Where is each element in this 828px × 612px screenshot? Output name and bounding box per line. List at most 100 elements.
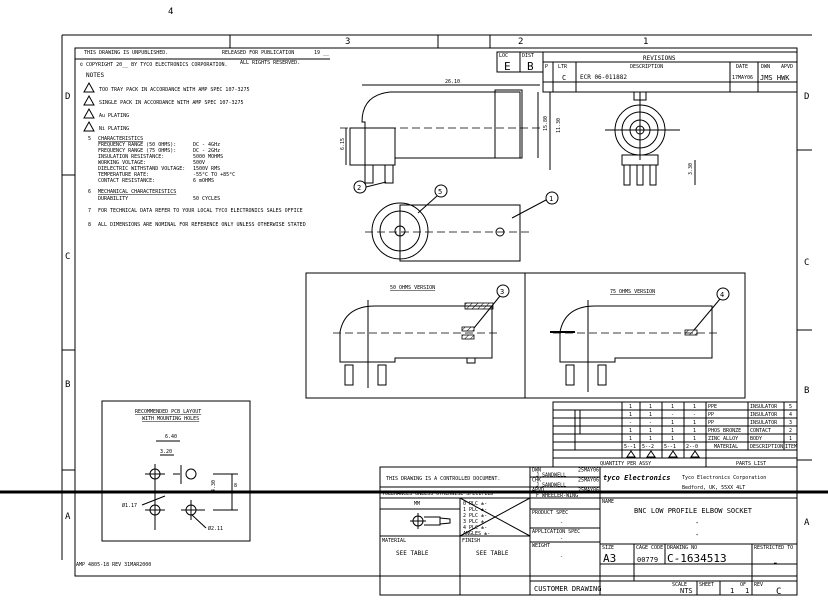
rev-header-apvd: APVD xyxy=(781,64,793,70)
tolerance: ANGLES ±- xyxy=(463,531,490,537)
customer-drawing-label: CUSTOMER DRAWING xyxy=(534,585,601,593)
qty: 1 xyxy=(671,428,674,434)
dwn-name: J SANDWELL xyxy=(536,473,566,479)
balloon-5 xyxy=(434,184,448,198)
released-label: RELEASED FOR PUBLICATION xyxy=(222,50,294,56)
company-name: Tyco Electronics Corporation xyxy=(682,475,766,481)
material-flag-triangles xyxy=(626,450,700,458)
qty: 1 xyxy=(693,436,696,442)
qty: 1 xyxy=(649,412,652,418)
application-spec-label: APPLICATION SPEC xyxy=(532,529,580,535)
description: INSULATOR xyxy=(750,420,778,426)
rev-header-date: DATE xyxy=(736,64,748,70)
controlled-doc-label: THIS DRAWING IS A CONTROLLED DOCUMENT. xyxy=(386,476,500,482)
restricted-label: RESTRICTED TO xyxy=(754,545,793,551)
zone-side-b-right: B xyxy=(804,386,809,396)
zone-side-a-right: A xyxy=(804,518,810,528)
note-1: TOO TRAY PACK IN ACCORDANCE WITH AMP SPE… xyxy=(83,81,250,93)
inset-50-ohm-title: 50 OHMS VERSION xyxy=(390,285,435,291)
notes-block: NOTES TOO TRAY PACK IN ACCORDANCE WITH A… xyxy=(83,72,306,228)
dim-side: 6.15 xyxy=(340,138,346,150)
qty: 1 xyxy=(629,404,632,410)
inset-50-ohm-drawing: 3 xyxy=(333,284,510,388)
note-text: Ni PLATING xyxy=(99,126,129,132)
product-spec: - xyxy=(560,520,563,526)
top-view: 5 1 xyxy=(365,184,559,262)
qty: 1 xyxy=(629,412,632,418)
pcb-hole-1: Ø1.17 xyxy=(122,502,137,509)
dist-value: B xyxy=(527,60,534,73)
note-5-num: 5 xyxy=(88,136,91,142)
balloon-4 xyxy=(716,287,730,301)
char-value: -55°C TO +85°C xyxy=(193,172,235,178)
rev: C xyxy=(776,587,781,597)
warning-triangle-icon xyxy=(83,94,95,106)
version-insets: 50 OHMS VERSION 75 OHMS VERSION 3 4 xyxy=(305,272,746,399)
revisions-table: REVISIONS P LTR DESCRIPTION DATE DWN APV… xyxy=(542,51,798,93)
copyright-label: © COPYRIGHT 20__ BY TYCO ELECTRONICS COR… xyxy=(80,62,228,68)
dim-pin: 3.30 xyxy=(688,163,694,175)
description: INSULATOR xyxy=(750,404,778,410)
char-value: 500V xyxy=(193,160,205,166)
restricted: - xyxy=(772,556,779,569)
variant-1: 5--1 xyxy=(624,444,636,450)
note-2: SINGLE PACK IN ACCORDANCE WITH AMP SPEC … xyxy=(83,94,244,106)
char-value: DC - 4GHz xyxy=(193,142,220,148)
dwn-label: DWN xyxy=(532,468,541,474)
warning-triangle-icon xyxy=(83,107,95,119)
warning-triangle-icon xyxy=(83,120,95,132)
balloon-1-label: 1 xyxy=(549,195,553,203)
variant-3: 5--1 xyxy=(664,444,676,450)
qty: 1 xyxy=(629,436,632,442)
chk-label: CHK xyxy=(532,478,541,484)
of-label: OF xyxy=(740,582,746,588)
header-strip: THIS DRAWING IS UNPUBLISHED. RELEASED FO… xyxy=(75,50,330,68)
pcb-title-1: RECOMMENDED PCB LAYOUT xyxy=(135,409,201,415)
rev-header-ltr: LTR xyxy=(558,64,568,70)
note-8-num: 8 xyxy=(88,222,91,228)
item-header: ITEM xyxy=(785,444,797,450)
qty: 1 xyxy=(649,428,652,434)
description: CONTACT xyxy=(750,428,771,434)
mechanical-title: MECHANICAL CHARACTERISTICS xyxy=(98,189,176,195)
title-block: THIS DRAWING IS A CONTROLLED DOCUMENT. T… xyxy=(379,466,798,597)
zone-side-b: B xyxy=(65,380,70,390)
warning-triangle-icon xyxy=(83,81,95,93)
zone-markers: 4 3 2 1 D C B A D C B A xyxy=(65,7,810,528)
tolerance: 4 PLC ±- xyxy=(463,525,487,531)
sheet-label: SHEET xyxy=(699,582,714,588)
weight-label: WEIGHT xyxy=(532,543,550,549)
qty: - xyxy=(671,412,674,418)
apvd-label: APVD xyxy=(532,488,544,494)
cage-code: 00779 xyxy=(637,556,658,564)
material: PHOS BRONZE xyxy=(708,428,741,434)
name-label: NAME xyxy=(602,499,614,505)
tolerance: 1 PLC ±- xyxy=(463,507,487,513)
parts-list-label: PARTS LIST xyxy=(736,461,766,467)
drawing-no-label: DRAWING NO xyxy=(667,545,697,551)
rev-header-desc: DESCRIPTION xyxy=(630,64,663,70)
zone-top-2: 2 xyxy=(518,37,523,47)
sheet: 1 xyxy=(730,587,734,595)
qty: 1 xyxy=(649,404,652,410)
char-value: 6 mOHMS xyxy=(193,178,214,184)
drawing-title: BNC LOW PROFILE ELBOW SOCKET xyxy=(634,507,753,515)
balloon-3 xyxy=(496,284,510,298)
note-8-text: ALL DIMENSIONS ARE NOMINAL FOR REFERENCE… xyxy=(98,222,306,228)
pcb-layout: RECOMMENDED PCB LAYOUT WITH MOUNTING HOL… xyxy=(101,400,251,542)
description-header: DESCRIPTION xyxy=(750,444,783,450)
qty: - xyxy=(649,420,652,426)
connector-symbol-icon xyxy=(410,513,451,529)
char-label: DIELECTRIC WITHSTAND VOLTAGE: xyxy=(98,166,185,172)
pcb-dim-3: 4.30 xyxy=(211,480,217,492)
balloon-4-label: 4 xyxy=(720,291,724,299)
mech-label: DURABILITY xyxy=(98,196,128,202)
qty: 1 xyxy=(649,436,652,442)
qty: 1 xyxy=(671,404,674,410)
description: BODY xyxy=(750,436,762,442)
rev-header-p: P xyxy=(545,64,548,70)
dim-height: 15.80 xyxy=(543,116,549,131)
zone-side-c: C xyxy=(65,252,70,262)
